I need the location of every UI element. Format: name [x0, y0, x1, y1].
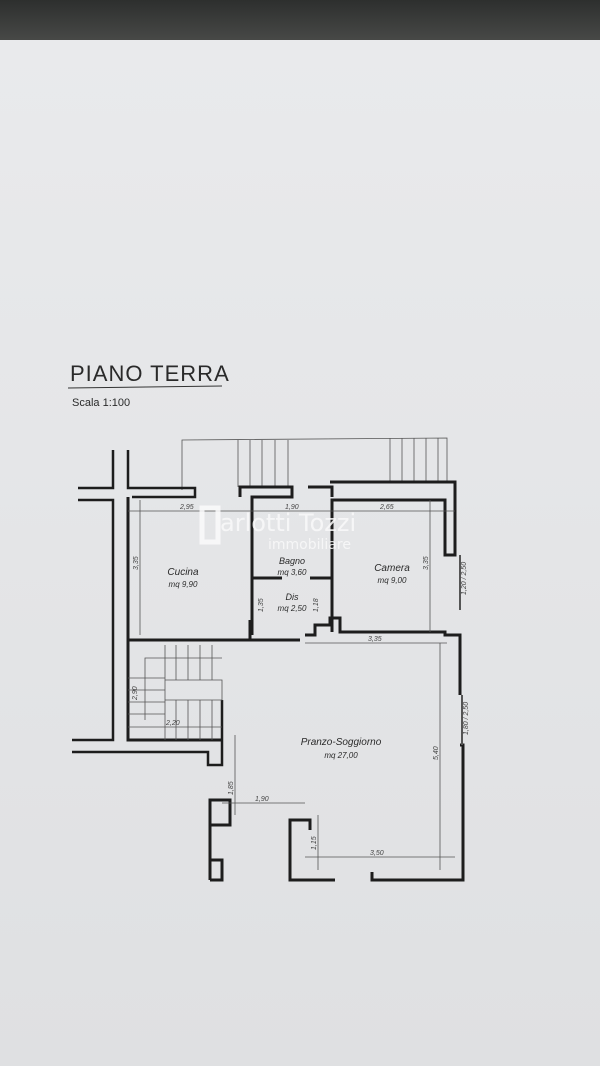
dim-label: 1,18 — [313, 598, 320, 612]
svg-text:mq 2,50: mq 2,50 — [278, 604, 307, 613]
dim-label: 2,90 — [132, 686, 139, 701]
svg-text:Pranzo-Soggiorno: Pranzo-Soggiorno — [301, 737, 382, 748]
room-cucina: Cucina mq 9,90 — [167, 567, 199, 589]
dim-label: 3,35 — [368, 636, 382, 643]
svg-text:mq 27,00: mq 27,00 — [324, 751, 358, 760]
dim-label: 2,65 — [379, 504, 394, 511]
title-underline — [67, 385, 223, 389]
dim-label: 3,50 — [370, 850, 384, 857]
room-dis: Dis mq 2,50 — [278, 592, 307, 613]
dim-label: 1,85 — [228, 781, 235, 795]
plan-scale: Scala 1:100 — [72, 397, 130, 409]
svg-text:arlotti Tozzi: arlotti Tozzi — [220, 509, 356, 537]
plan-title: PIANO TERRA — [70, 361, 230, 386]
external-walls — [72, 450, 224, 767]
dimension-lines — [128, 500, 463, 870]
dim-label: 5,40 — [433, 746, 440, 760]
svg-text:Bagno: Bagno — [279, 556, 305, 566]
dim-label: 1,20 / 2,50 — [461, 562, 468, 595]
svg-text:mq 3,60: mq 3,60 — [278, 568, 307, 577]
svg-text:Cucina: Cucina — [167, 567, 199, 578]
background-dark-edge — [0, 0, 600, 44]
svg-text:mq 9,90: mq 9,90 — [169, 580, 198, 589]
svg-text:Camera: Camera — [374, 563, 410, 574]
dim-label: 2,20 — [165, 720, 180, 727]
dim-label: 1,90 — [285, 504, 299, 511]
dim-label: 1,35 — [258, 598, 265, 612]
dim-label: 3,35 — [423, 556, 430, 570]
room-bagno: Bagno mq 3,60 — [278, 556, 307, 577]
walls — [126, 480, 465, 882]
terrace — [181, 437, 448, 490]
dim-label: 1,90 — [255, 796, 269, 803]
dim-label: 1,15 — [311, 836, 318, 850]
dim-label: 1,80 / 2,50 — [463, 702, 470, 735]
room-pranzo-soggiorno: Pranzo-Soggiorno mq 27,00 — [301, 737, 382, 760]
svg-text:Dis: Dis — [286, 592, 299, 602]
svg-text:mq 9,00: mq 9,00 — [378, 576, 407, 585]
room-camera: Camera mq 9,00 — [374, 563, 410, 585]
watermark-logo: arlotti Tozzi immobiliare — [199, 505, 356, 553]
paper-sheet — [0, 40, 600, 1066]
dim-label: 2,95 — [179, 504, 194, 511]
dim-label: 3,35 — [133, 556, 140, 570]
svg-text:immobiliare: immobiliare — [268, 537, 351, 553]
staircase — [128, 645, 223, 740]
